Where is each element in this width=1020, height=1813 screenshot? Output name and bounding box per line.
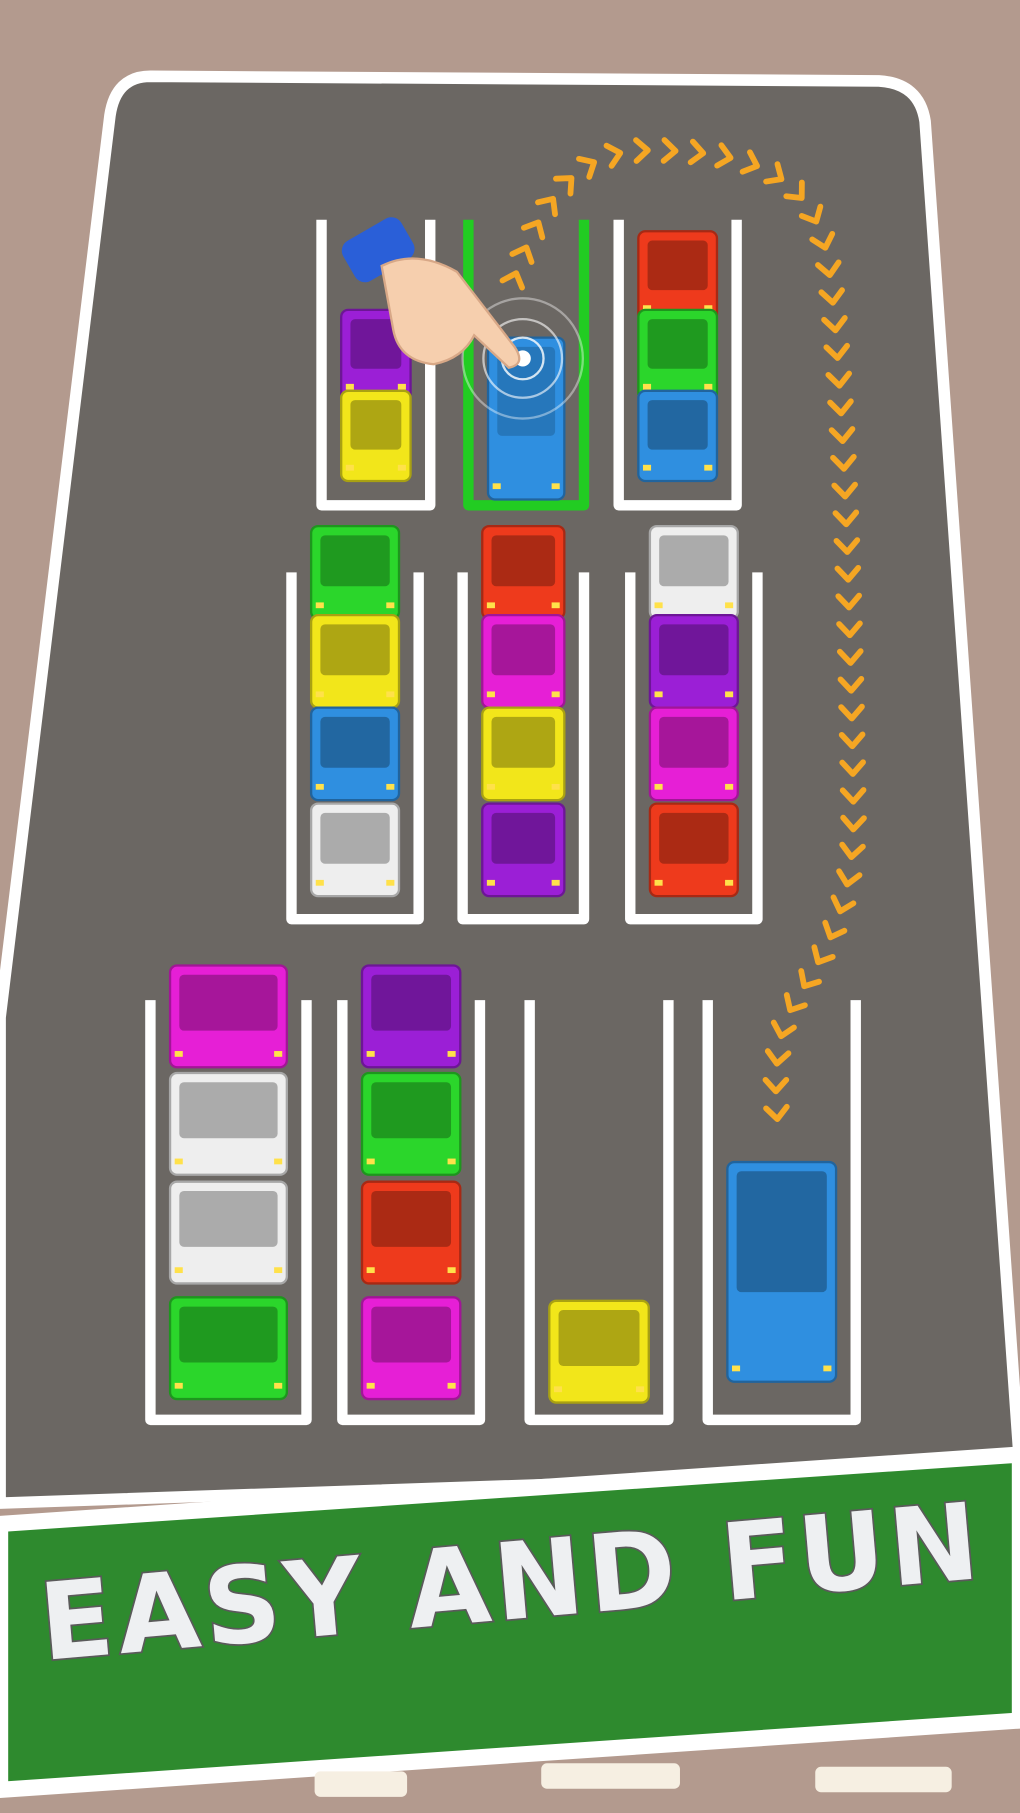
chevron-icon <box>660 137 679 164</box>
car-yellow[interactable] <box>340 389 412 483</box>
chevron-arrow-path <box>499 137 867 1123</box>
chevron-icon <box>840 814 867 833</box>
chevron-icon <box>762 1076 790 1095</box>
bus-blue[interactable] <box>726 1160 838 1383</box>
car-purple[interactable] <box>360 964 462 1069</box>
car-yellow[interactable] <box>481 706 566 802</box>
parking-slot[interactable] <box>286 572 424 925</box>
car-green[interactable] <box>168 1296 288 1401</box>
chevron-icon <box>535 195 558 218</box>
car-purple[interactable] <box>481 802 566 898</box>
chevron-icon <box>798 968 822 990</box>
chevron-icon <box>499 270 525 291</box>
chevron-icon <box>739 149 760 175</box>
chevron-icon <box>833 537 861 555</box>
chevron-icon <box>837 676 865 694</box>
car-white[interactable] <box>168 1180 288 1285</box>
chevron-icon <box>838 703 865 722</box>
chevron-icon <box>834 564 862 583</box>
car-red[interactable] <box>481 524 566 620</box>
chevron-icon <box>821 315 848 334</box>
cars <box>168 230 838 1404</box>
parking-slots <box>145 219 861 1426</box>
chevron-icon <box>836 620 863 639</box>
car-green[interactable] <box>637 308 719 402</box>
chevron-icon <box>764 1048 792 1067</box>
chevron-icon <box>811 944 836 966</box>
chevron-icon <box>818 287 845 306</box>
car-magenta[interactable] <box>360 1296 462 1401</box>
chevron-icon <box>839 787 867 805</box>
chevron-icon <box>553 175 575 197</box>
chevron-icon <box>835 592 862 611</box>
chevron-icon <box>714 142 734 169</box>
chevron-icon <box>576 155 598 180</box>
chevron-icon <box>836 648 864 666</box>
car-magenta[interactable] <box>481 613 566 709</box>
chevron-icon <box>830 894 857 915</box>
chevron-icon <box>839 759 866 777</box>
car-red[interactable] <box>637 230 719 323</box>
car-magenta[interactable] <box>648 706 739 802</box>
parking-slot[interactable] <box>145 1000 312 1426</box>
parking-slot[interactable] <box>524 1000 674 1426</box>
car-blue[interactable] <box>637 389 719 483</box>
car-purple[interactable] <box>648 613 739 709</box>
car-yellow[interactable] <box>309 613 401 709</box>
car-green[interactable] <box>309 524 401 620</box>
car-white[interactable] <box>648 524 739 620</box>
car-red[interactable] <box>360 1180 462 1285</box>
chevron-icon <box>763 1103 790 1123</box>
chevron-icon <box>832 509 860 528</box>
chevron-icon <box>783 179 805 201</box>
chevron-icon <box>827 398 854 417</box>
chevron-icon <box>830 453 857 472</box>
chevron-icon <box>823 342 851 361</box>
parking-slot[interactable] <box>457 572 590 925</box>
chevron-icon <box>836 868 863 888</box>
chevron-icon <box>839 841 866 861</box>
chevron-icon <box>509 244 535 265</box>
chevron-icon <box>831 481 858 500</box>
car-magenta[interactable] <box>168 964 288 1069</box>
chevron-icon <box>633 137 651 164</box>
parking-slot[interactable] <box>625 572 763 925</box>
road-markings <box>314 1763 952 1797</box>
chevron-icon <box>798 203 824 225</box>
chevron-icon <box>838 731 866 750</box>
chevron-icon <box>770 1019 797 1040</box>
car-green[interactable] <box>360 1071 462 1176</box>
chevron-icon <box>520 219 546 241</box>
chevron-icon <box>815 259 842 279</box>
parking-slot[interactable] <box>337 1000 486 1426</box>
chevron-icon <box>763 161 785 185</box>
chevron-icon <box>822 919 848 941</box>
chevron-icon <box>828 426 856 445</box>
chevron-icon <box>809 230 836 251</box>
chevron-icon <box>687 138 707 166</box>
car-red[interactable] <box>648 802 739 898</box>
parking-slot[interactable] <box>702 1000 861 1426</box>
car-white[interactable] <box>168 1071 288 1176</box>
car-yellow[interactable] <box>548 1299 650 1404</box>
car-white[interactable] <box>309 802 401 898</box>
chevron-icon <box>783 992 808 1014</box>
parking-slot[interactable] <box>613 219 742 511</box>
chevron-icon <box>825 370 853 389</box>
car-blue[interactable] <box>309 706 401 802</box>
chevron-icon <box>603 142 624 169</box>
pointing-hand-icon <box>341 217 521 369</box>
parking-slot-selected[interactable] <box>463 219 590 511</box>
